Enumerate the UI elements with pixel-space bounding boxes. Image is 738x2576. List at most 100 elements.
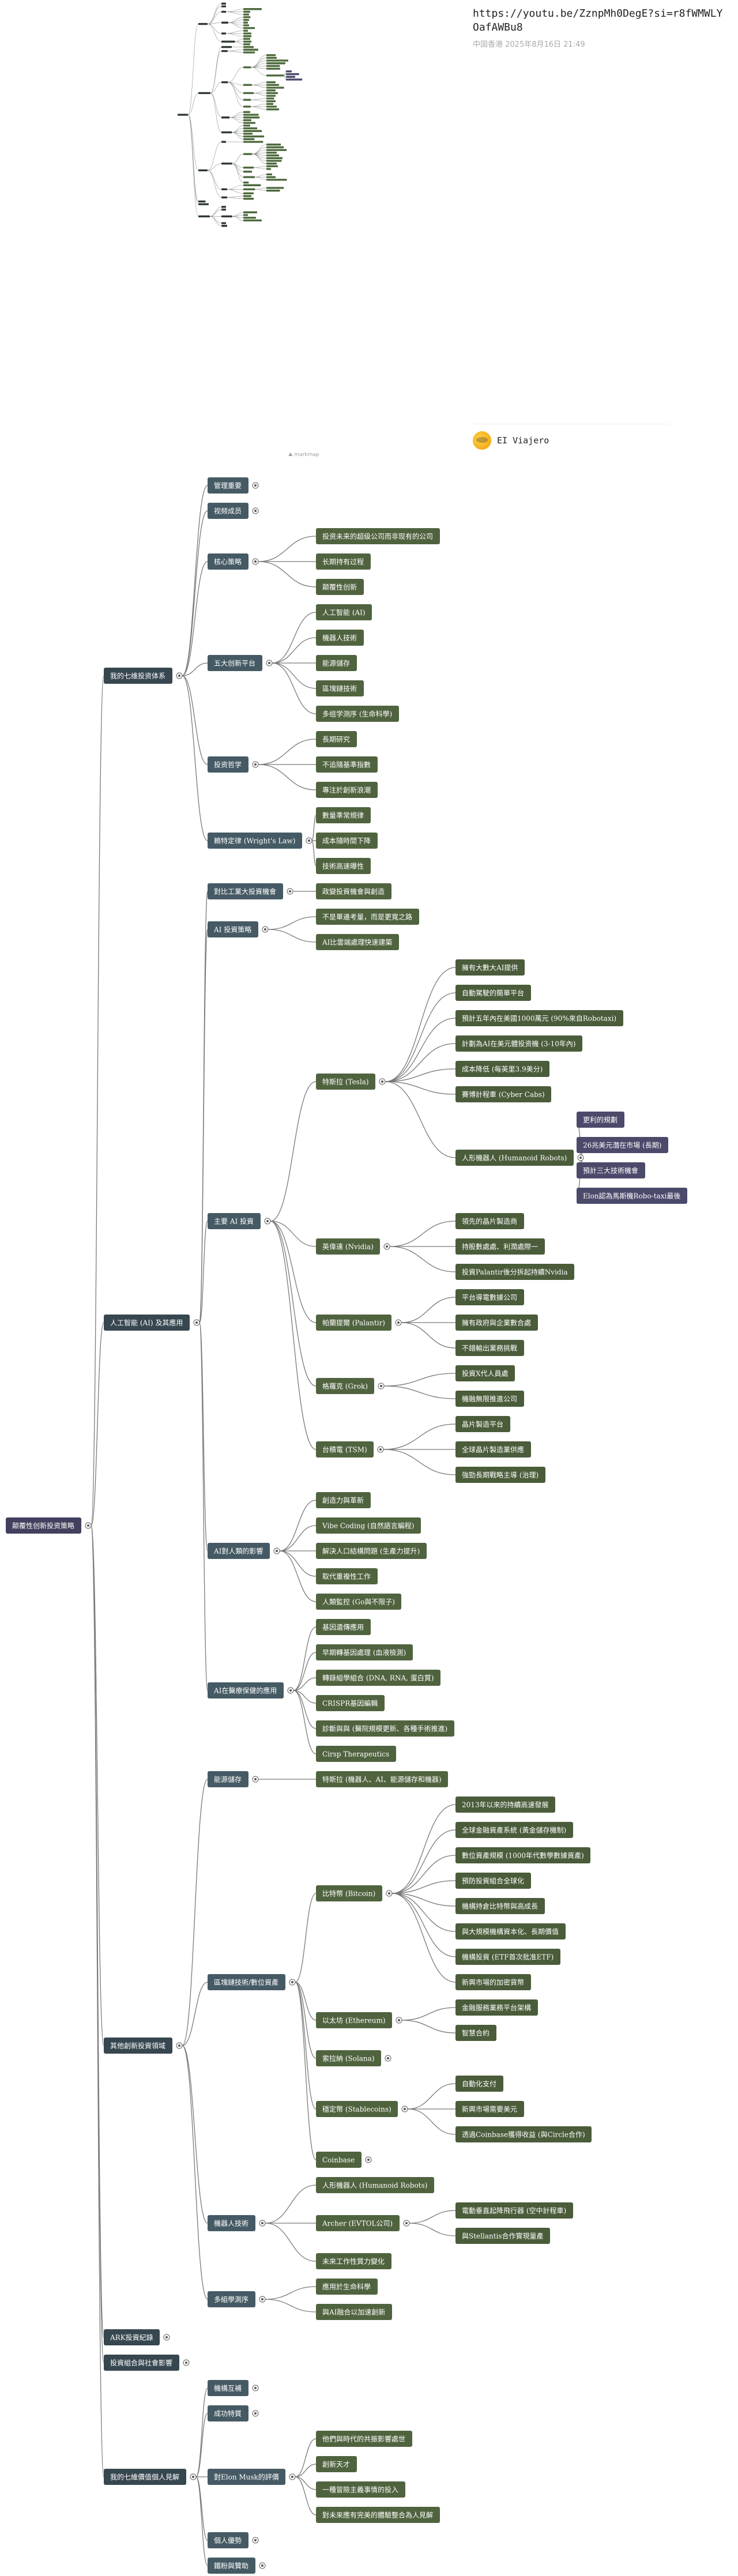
mindmap-node-box[interactable]	[455, 1365, 515, 1381]
mindmap-node[interactable]	[243, 214, 248, 216]
mindmap-node[interactable]	[221, 215, 232, 217]
avatar[interactable]	[473, 431, 491, 450]
mindmap-node[interactable]: 計劃為AI在美元體投资機 (3-10年內)	[455, 1035, 582, 1052]
mindmap-node-box[interactable]	[208, 2291, 255, 2307]
mindmap-node-box[interactable]	[316, 731, 357, 747]
mindmap-node-box[interactable]	[266, 62, 285, 65]
mindmap-node[interactable]	[221, 46, 232, 48]
mindmap-node[interactable]	[266, 144, 281, 146]
mindmap-node-box[interactable]	[104, 2469, 186, 2485]
mindmap-node[interactable]	[221, 32, 227, 35]
mindmap-node-box[interactable]	[221, 208, 227, 211]
mindmap-node-box[interactable]	[455, 1238, 545, 1255]
mindmap-node[interactable]: ARK投資紀錄	[104, 2329, 160, 2345]
mindmap-node[interactable]	[266, 81, 276, 84]
mindmap-node-box[interactable]	[266, 92, 278, 95]
mindmap-node[interactable]	[221, 40, 235, 43]
mindmap-node[interactable]: 颠覆性创新投资策略	[6, 1517, 81, 1534]
mindmap-node[interactable]: 主要 AI 投資	[208, 1213, 261, 1229]
mindmap-node[interactable]	[243, 29, 248, 32]
mindmap-node-box[interactable]	[243, 188, 255, 190]
mindmap-node[interactable]: 未來工作性質力變化	[316, 2253, 391, 2269]
mindmap-node[interactable]	[243, 35, 252, 37]
mindmap-node[interactable]	[266, 168, 272, 170]
mindmap-node[interactable]: 領先的晶片製造商	[455, 1213, 524, 1229]
mindmap-node-box[interactable]	[243, 66, 251, 69]
mindmap-node[interactable]	[243, 127, 258, 130]
mindmap-node[interactable]	[221, 131, 232, 134]
mindmap-node[interactable]: 與AI融合以加速創新	[316, 2304, 392, 2320]
mindmap-node[interactable]: 技術高速曝性	[316, 858, 371, 874]
mindmap-node-box[interactable]	[266, 84, 280, 86]
mindmap-node[interactable]	[243, 192, 254, 195]
mindmap-node[interactable]: 金融服務業務平台架構	[455, 1999, 538, 2016]
mindmap-node-box[interactable]	[208, 553, 248, 570]
mindmap-node[interactable]	[221, 21, 229, 24]
mindmap-node-box[interactable]	[455, 1822, 573, 1838]
mindmap-node-box[interactable]	[243, 37, 251, 40]
mindmap-node[interactable]: 不追隨基準指數	[316, 756, 378, 773]
mindmap-node-box[interactable]	[208, 2380, 248, 2396]
mindmap-node[interactable]	[243, 32, 252, 35]
mindmap-node[interactable]	[243, 181, 249, 184]
mindmap-node[interactable]	[266, 74, 284, 77]
mindmap-node[interactable]	[243, 195, 252, 197]
mindmap-node[interactable]	[243, 8, 262, 10]
mindmap-node[interactable]	[266, 100, 276, 103]
mindmap-node-box[interactable]	[266, 81, 276, 84]
mindmap-node[interactable]	[243, 135, 265, 138]
mindmap-node[interactable]: 穩定幣 (Stablecoins)	[316, 2101, 398, 2117]
mindmap-node[interactable]: 平台導電數據公司	[455, 1289, 524, 1305]
mindmap-node-box[interactable]	[316, 934, 399, 950]
mindmap-node[interactable]	[266, 160, 282, 162]
mindmap-node-box[interactable]	[221, 40, 235, 43]
mindmap-node-box[interactable]	[243, 114, 259, 116]
mindmap-node-box[interactable]	[221, 21, 229, 24]
mindmap-node-box[interactable]	[243, 116, 260, 119]
mindmap-node[interactable]: AI 投資策略	[208, 921, 258, 937]
mindmap-node[interactable]: 數位資產規模 (1000年代數學數據資產)	[455, 1847, 590, 1863]
mindmap-node-box[interactable]	[266, 65, 280, 67]
mindmap-node[interactable]: Archer (EVTOL公司)	[316, 2215, 400, 2231]
mindmap-node-box[interactable]	[243, 130, 262, 132]
mindmap-node-box[interactable]	[455, 1315, 538, 1331]
mindmap-node[interactable]: 晶片製造平台	[455, 1416, 510, 1432]
mindmap-node[interactable]: 取代重複性工作	[316, 1568, 378, 1584]
mindmap-node-box[interactable]	[266, 176, 276, 178]
mindmap-node[interactable]	[221, 225, 228, 227]
mindmap-node-box[interactable]	[316, 1441, 374, 1458]
mindmap-node-box[interactable]	[243, 192, 254, 195]
mindmap-node[interactable]	[266, 187, 284, 189]
mindmap-node[interactable]: Vibe Coding (自然語言編程)	[316, 1517, 421, 1534]
mindmap-node-box[interactable]	[243, 119, 252, 122]
mindmap-node[interactable]	[221, 196, 228, 199]
mindmap-node[interactable]: 區塊鏈技術	[316, 680, 364, 696]
mindmap-node-box[interactable]	[455, 2126, 592, 2142]
mindmap-node[interactable]: 人工智能 (AI) 及其應用	[104, 1315, 190, 1331]
mindmap-node[interactable]: 強勁長期戰略主導 (治理)	[455, 1467, 545, 1483]
mindmap-node[interactable]	[243, 211, 258, 213]
mindmap-node[interactable]	[266, 108, 280, 111]
mindmap-node[interactable]	[243, 111, 251, 114]
mindmap-node[interactable]: 多组学测序 (生命科學)	[316, 706, 399, 722]
mindmap-node-box[interactable]	[316, 2012, 392, 2028]
mindmap-node-box[interactable]	[198, 215, 210, 217]
mindmap-node[interactable]	[243, 219, 262, 222]
mindmap-node-box[interactable]	[266, 57, 277, 59]
mindmap-node[interactable]: 他們與時代的共振影響處世	[316, 2431, 412, 2447]
mindmap-node-box[interactable]	[455, 1264, 574, 1280]
mindmap-node-box[interactable]	[266, 179, 287, 181]
mindmap-node-box[interactable]	[316, 1543, 427, 1559]
mindmap-node-box[interactable]	[266, 144, 281, 146]
mindmap-node-box[interactable]	[316, 1885, 382, 1901]
mindmap-node[interactable]	[243, 40, 252, 43]
author-name[interactable]: EI Viajero	[497, 435, 549, 446]
mindmap-node[interactable]: 投資X代人員處	[455, 1365, 515, 1381]
mindmap-node-box[interactable]	[243, 46, 254, 48]
mindmap-node[interactable]: 投资未来的超级公司而非现有的公司	[316, 528, 440, 544]
mindmap-node-box[interactable]	[208, 921, 258, 937]
mindmap-node[interactable]	[266, 95, 276, 97]
mindmap-node-box[interactable]	[316, 2215, 400, 2231]
mindmap-node[interactable]: 其他創新投資領域	[104, 2038, 172, 2054]
mindmap-node-box[interactable]	[455, 2025, 496, 2041]
